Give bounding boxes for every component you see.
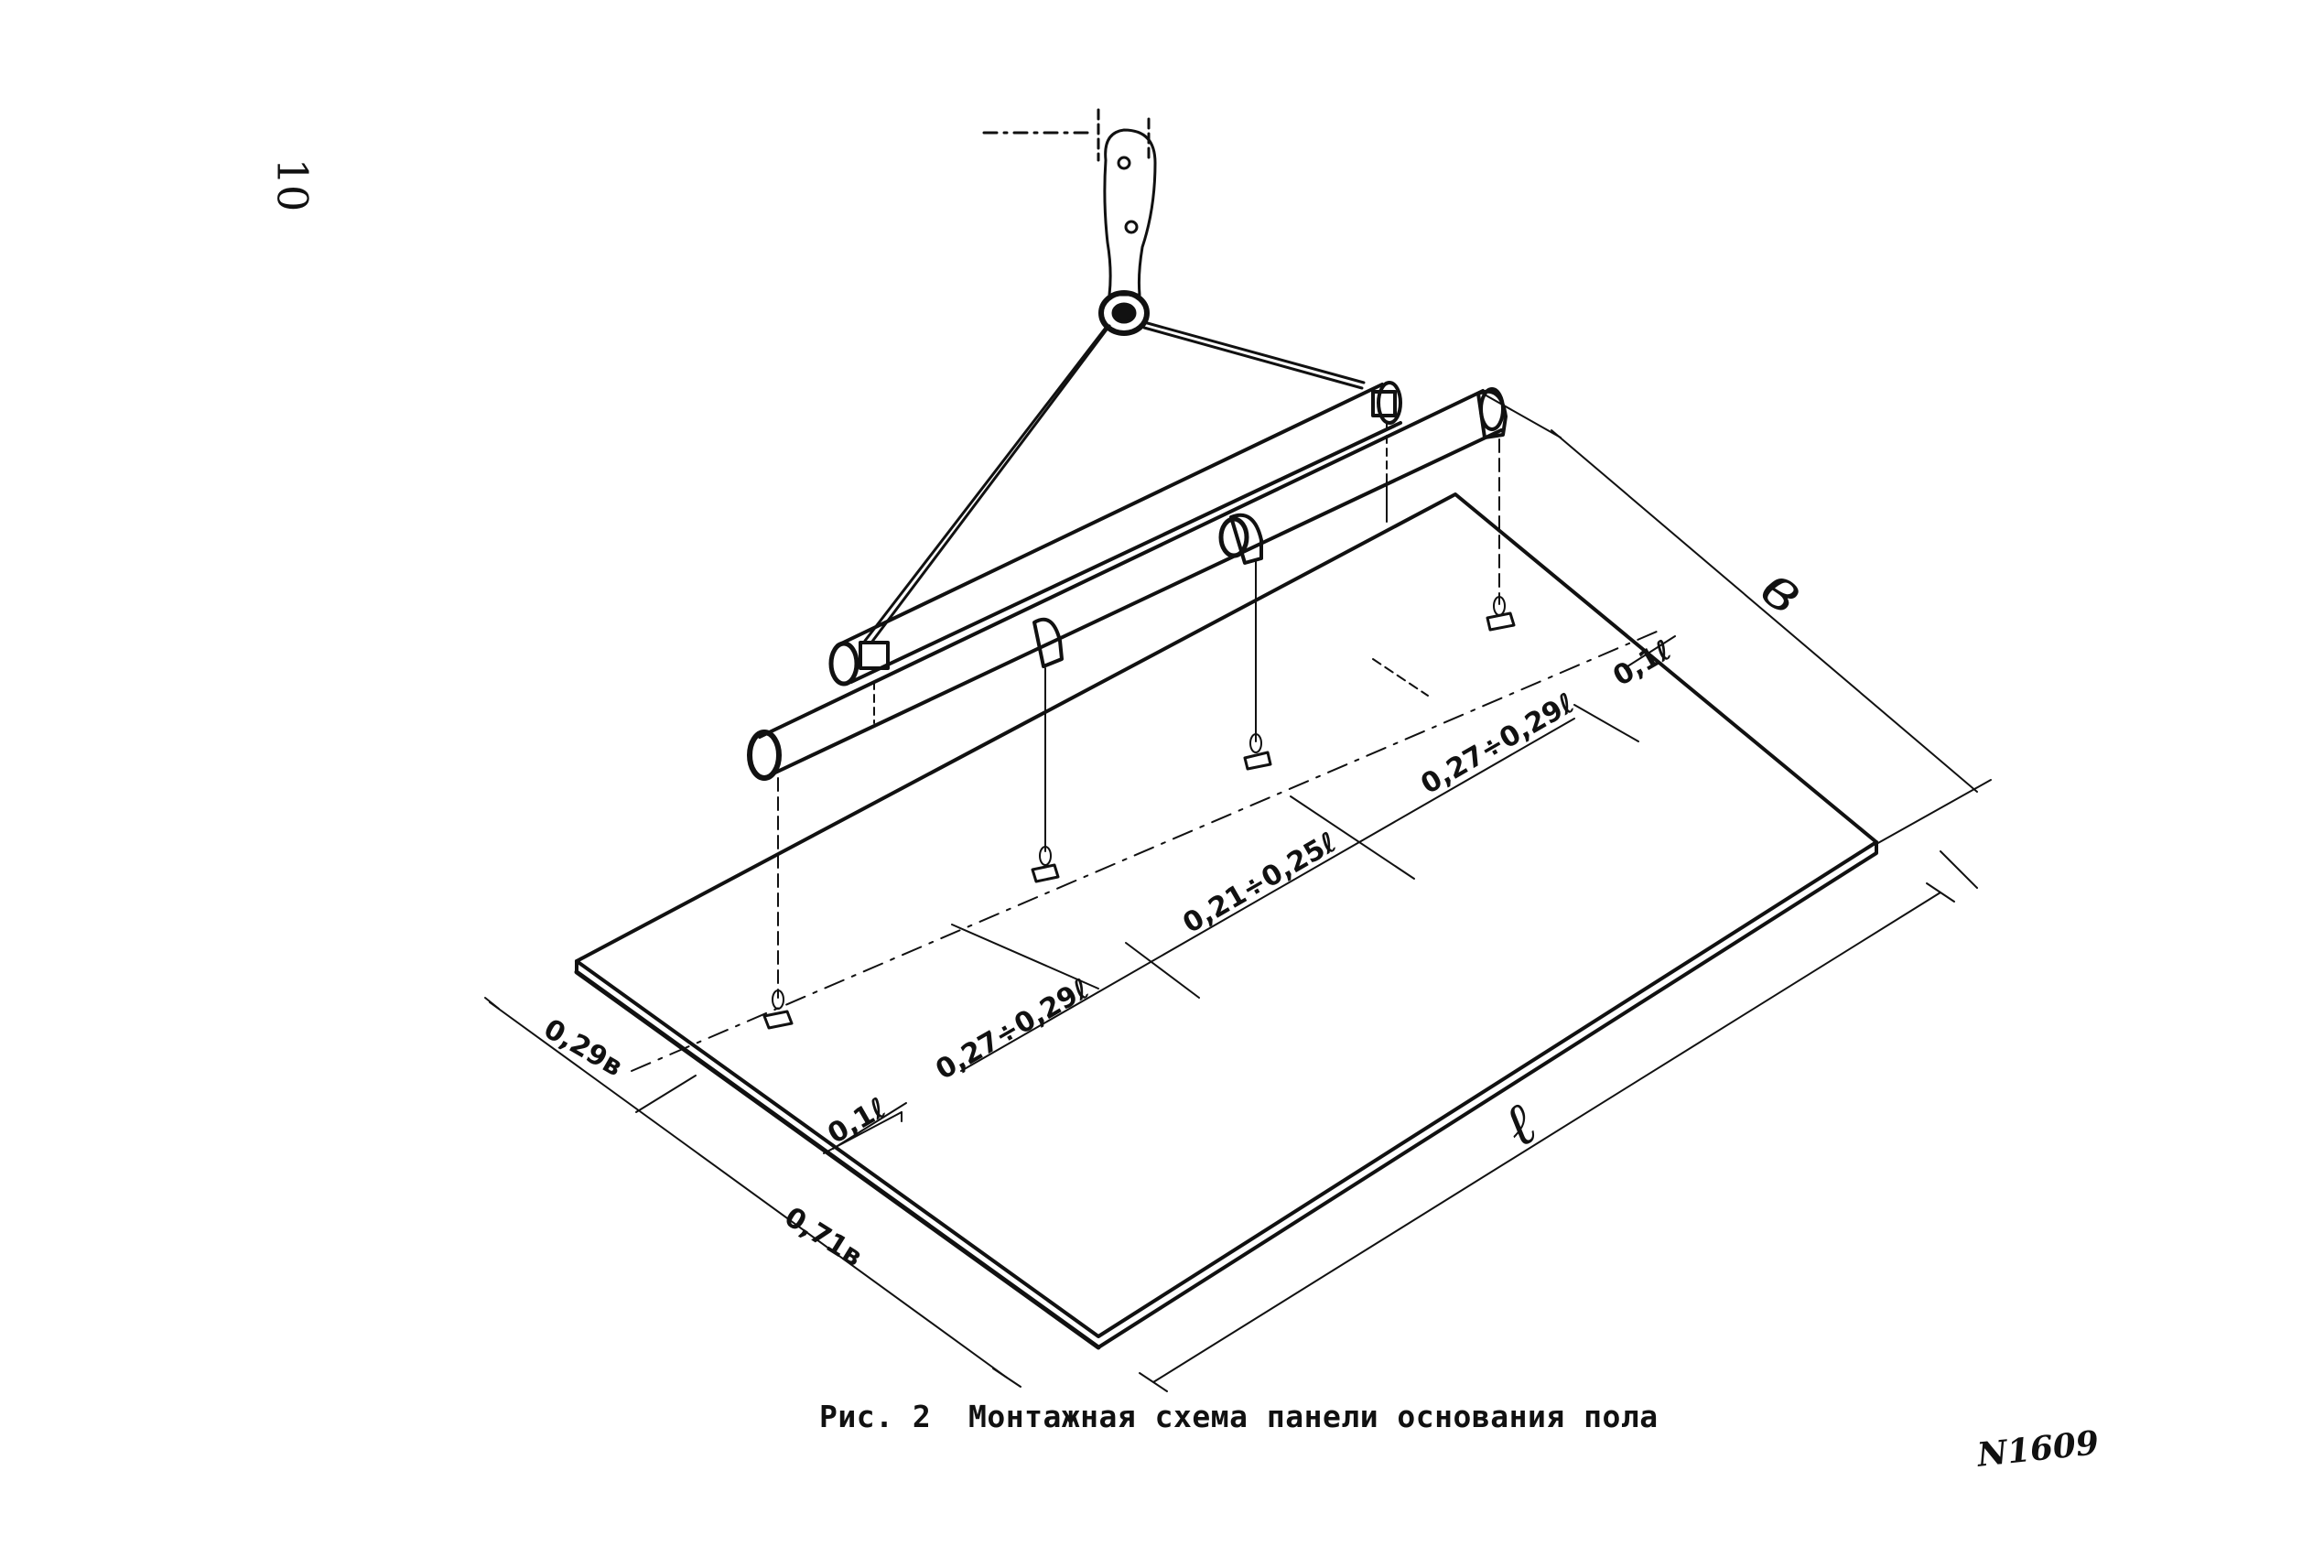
figure-title: Монтажная схема панели основания пола	[967, 1399, 1659, 1434]
figure-label: Рис. 2	[819, 1399, 932, 1434]
traverse-beam-main	[828, 381, 1402, 724]
dim-rear-01l: 0,1ℓ	[1608, 634, 1678, 693]
lifting-hangers	[762, 438, 1516, 1030]
dim-b-029: 0,29в	[538, 1013, 628, 1084]
dimension-lines	[484, 393, 1992, 1392]
dim-width-b: в	[1748, 553, 1817, 627]
crane-hook	[982, 108, 1157, 336]
dim-mid-021-025: 0,21÷0,25ℓ	[1178, 827, 1343, 940]
dim-rear-027-029: 0,27÷0,29ℓ	[1416, 687, 1581, 801]
panel-centre-lines	[631, 631, 1658, 1154]
dim-b-071: 0,71в	[779, 1201, 868, 1273]
slings	[863, 320, 1366, 644]
dim-front-01l: 0,1ℓ	[823, 1092, 892, 1151]
dim-length-l: ℓ	[1491, 1091, 1548, 1162]
traverse-beam-lower	[747, 387, 1508, 781]
dimension-labels: в ℓ 0,29в 0,71в 0,1ℓ 0,27÷0,29ℓ 0,21÷0,2…	[538, 553, 1817, 1273]
floor-panel	[574, 492, 1878, 1350]
dim-front-027-029: 0,27÷0,29ℓ	[931, 973, 1096, 1087]
figure-caption: Рис. 2 Монтажная схема панели основания …	[819, 1399, 1659, 1434]
